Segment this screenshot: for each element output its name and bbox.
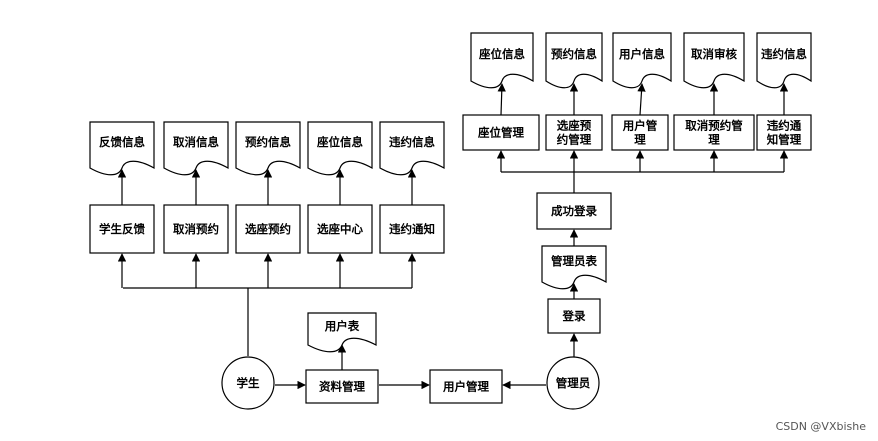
admin-store-4-label: 取消审核	[691, 47, 737, 61]
student-store-4	[307, 121, 373, 176]
student-process-1	[89, 204, 155, 254]
login-success-process	[536, 192, 612, 230]
student-store-1-label: 反馈信息	[99, 135, 145, 149]
admin-process-4	[673, 114, 755, 151]
profile-mgmt-process	[305, 369, 379, 404]
admin-process-5-label: 违约通	[767, 119, 802, 133]
admin-process-2	[545, 114, 603, 151]
admin-node-label: 管理员	[556, 376, 591, 390]
admin-store-1	[470, 32, 534, 89]
admin-table-store	[541, 245, 607, 290]
profile-mgmt-process-label: 资料管理	[319, 380, 365, 394]
admin-process-3	[611, 114, 669, 151]
admin-process-5	[756, 114, 812, 151]
admin-store-arrow-3	[637, 83, 646, 116]
student-process-4	[307, 204, 373, 254]
student-process-3	[235, 204, 301, 254]
student-process-5	[379, 204, 445, 254]
student-store-4-label: 座位信息	[316, 135, 363, 149]
admin-process-4-label: 理	[708, 133, 720, 147]
admin-store-3	[612, 32, 672, 89]
user-table-store	[307, 312, 377, 353]
admin-table-store-label: 管理员表	[551, 254, 597, 268]
admin-process-1-label: 座位管理	[477, 126, 524, 140]
student-node-label: 学生	[237, 376, 260, 390]
student-store-1	[89, 121, 155, 176]
admin-process-1	[462, 114, 540, 151]
student-process-2	[163, 204, 229, 254]
student-process-1-label: 学生反馈	[99, 222, 145, 236]
student-store-2	[163, 121, 229, 176]
admin-store-5	[756, 32, 812, 89]
student-process-3-label: 选座预约	[245, 222, 291, 236]
admin-store-arrow-1	[497, 83, 506, 116]
student-store-3-label: 预约信息	[245, 135, 291, 149]
student-store-5	[379, 121, 445, 176]
login-success-process-label: 成功登录	[551, 204, 597, 218]
admin-process-2-label: 约管理	[557, 133, 592, 147]
admin-store-4	[683, 32, 745, 89]
student-store-5-label: 违约信息	[389, 135, 435, 149]
admin-store-2	[545, 32, 603, 89]
admin-process-3-label: 用户管	[622, 119, 658, 133]
admin-process-5-label: 知管理	[766, 133, 802, 147]
admin-store-5-label: 违约信息	[761, 47, 807, 61]
admin-process-2-label: 选座预	[557, 119, 592, 133]
admin-node	[546, 356, 600, 410]
watermark: CSDN @VXbishe	[775, 420, 866, 433]
student-node	[221, 356, 275, 410]
user-mgmt-process-label: 用户管理	[442, 380, 489, 394]
login-process	[547, 298, 601, 334]
admin-store-2-label: 预约信息	[551, 47, 597, 61]
login-process-label: 登录	[562, 309, 586, 323]
admin-process-4-label: 取消预约管	[685, 119, 743, 133]
admin-process-3-label: 理	[634, 133, 646, 147]
student-process-2-label: 取消预约	[173, 222, 219, 236]
user-mgmt-process	[429, 369, 503, 404]
student-process-5-label: 违约通知	[389, 222, 435, 236]
student-store-3	[235, 121, 301, 176]
user-table-store-label: 用户表	[324, 319, 360, 333]
student-store-2-label: 取消信息	[173, 135, 219, 149]
student-process-4-label: 选座中心	[317, 222, 363, 236]
admin-store-3-label: 用户信息	[618, 47, 665, 61]
admin-store-1-label: 座位信息	[478, 47, 525, 61]
